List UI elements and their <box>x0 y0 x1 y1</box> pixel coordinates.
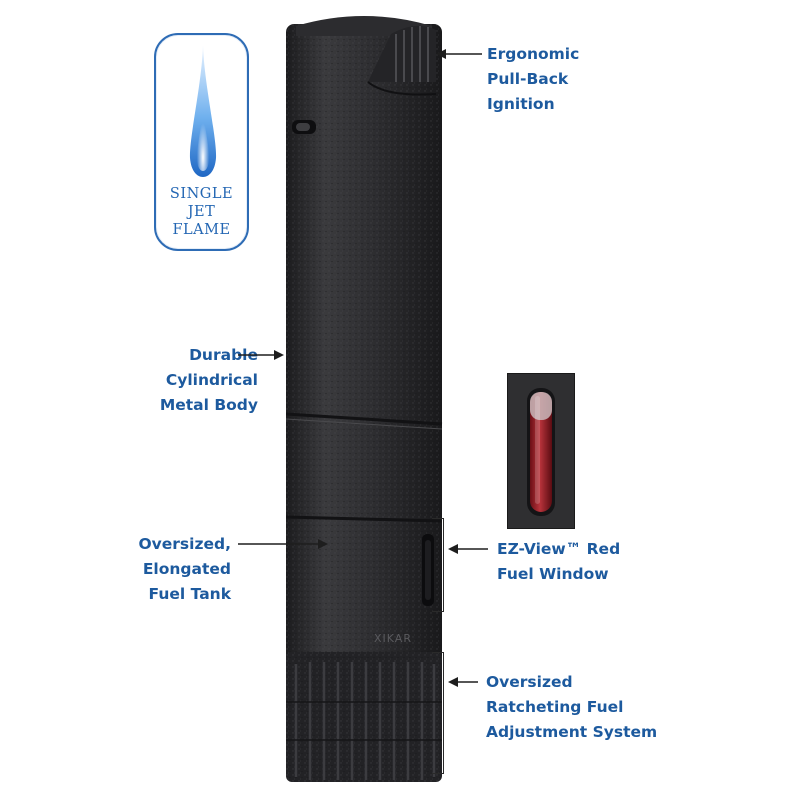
badge-text: SINGLE JET FLAME <box>156 185 247 239</box>
label-window-line-2: Fuel Window <box>497 565 609 583</box>
label-adjustment-line-1: Oversized <box>486 673 573 691</box>
single-jet-flame-badge: SINGLE JET FLAME <box>154 33 249 251</box>
label-tank: Oversized, Elongated Fuel Tank <box>108 532 232 607</box>
badge-line-1: SINGLE <box>169 186 234 202</box>
arrow-body <box>238 350 284 360</box>
fuel-vial-icon <box>527 388 555 516</box>
label-tank-line-2: Elongated <box>142 560 231 578</box>
ignition-ridges <box>367 25 437 96</box>
label-ignition-line-2: Pull-Back <box>487 70 569 88</box>
bracket-adjustment <box>432 652 444 774</box>
label-adjustment-line-2: Ratcheting Fuel <box>486 698 624 716</box>
arrow-tank <box>238 539 328 549</box>
lighter-illustration: XIKAR <box>286 16 443 782</box>
label-ignition-line-1: Ergonomic <box>487 45 580 63</box>
label-adjustment: Oversized Ratcheting Fuel Adjustment Sys… <box>486 670 657 745</box>
label-ignition-line-3: Ignition <box>487 95 555 113</box>
arrow-window <box>448 544 488 554</box>
label-body-line-2: Cylindrical <box>165 371 258 389</box>
label-window-line-1: EZ-View™ Red <box>497 540 621 558</box>
label-adjustment-line-3: Adjustment System <box>486 723 658 741</box>
label-body-line-1: Durable <box>189 346 258 364</box>
label-ignition: Ergonomic Pull-Back Ignition <box>487 42 579 117</box>
label-window: EZ-View™ Red Fuel Window <box>497 537 620 587</box>
brand-mark: XIKAR <box>374 632 412 645</box>
arrow-ignition <box>436 49 482 59</box>
arrow-adjustment <box>448 677 478 687</box>
label-body: Durable Cylindrical Metal Body <box>140 343 258 418</box>
flame-icon <box>189 45 217 177</box>
badge-line-2: JET <box>187 204 216 220</box>
fuel-window-closeup <box>508 374 574 528</box>
label-tank-line-3: Fuel Tank <box>148 585 231 603</box>
label-tank-line-1: Oversized, <box>138 535 232 553</box>
label-body-line-3: Metal Body <box>159 396 258 414</box>
bracket-window <box>432 518 444 612</box>
badge-line-3: FLAME <box>172 222 231 238</box>
